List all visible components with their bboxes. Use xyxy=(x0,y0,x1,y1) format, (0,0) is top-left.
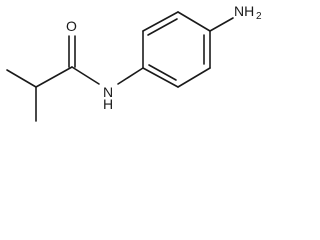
ring-bond xyxy=(177,67,211,88)
ring-bond xyxy=(177,11,211,32)
ring-bond xyxy=(142,67,179,88)
chemical-structure-diagram: O N H NH 2 xyxy=(6,3,262,122)
bond-ch-carbonyl xyxy=(35,66,73,88)
ring-bond xyxy=(142,11,179,32)
bond-methyl-upper xyxy=(6,69,37,88)
bond-carbonyl-nitrogen xyxy=(71,66,100,85)
bond-nitrogen-ring xyxy=(117,67,144,85)
amide-nitrogen-label: N xyxy=(103,84,113,100)
benzene-ring xyxy=(142,11,211,88)
ring-inner-double-bond xyxy=(148,64,177,81)
bond-ring-amine xyxy=(209,17,234,32)
amide-hydrogen-label: H xyxy=(103,96,113,112)
amine-subscript: 2 xyxy=(256,11,262,22)
amine-label: NH xyxy=(234,3,254,19)
oxygen-label: O xyxy=(66,18,77,34)
ring-inner-double-bond xyxy=(147,18,178,36)
